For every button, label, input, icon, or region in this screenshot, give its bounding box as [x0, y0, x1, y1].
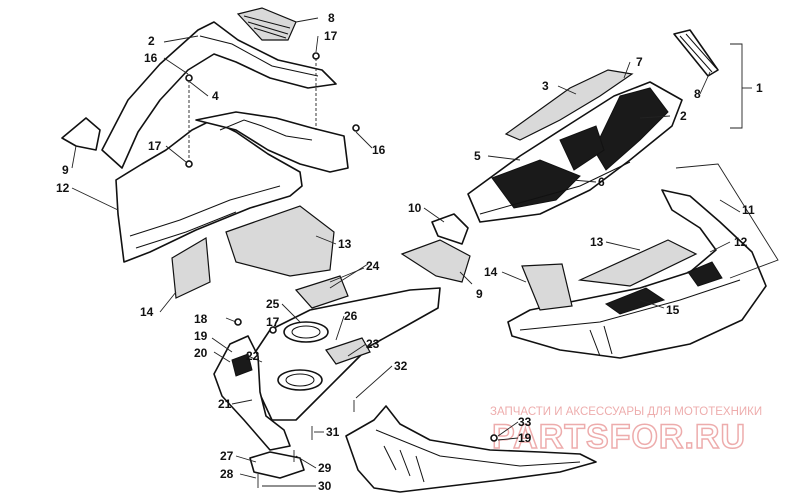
pan-ribs [383, 445, 425, 483]
callout-1: 1 [756, 81, 763, 95]
bracket-10 [431, 213, 469, 245]
grille-lines [243, 15, 291, 39]
panel-lower-edge [519, 279, 741, 331]
windscreen-piece [400, 239, 471, 283]
callout-6: 6 [598, 175, 605, 189]
hood-vent-fins [219, 119, 313, 141]
callout-32: 32 [394, 359, 408, 373]
callout-19: 19 [194, 329, 208, 343]
callout-22: 22 [246, 349, 260, 363]
callout-17: 17 [266, 315, 280, 329]
callout-14: 14 [140, 305, 154, 319]
callout-10: 10 [408, 201, 422, 215]
nut-17-console [269, 326, 277, 334]
callout-13: 13 [338, 237, 352, 251]
right-side-panel-assembly [507, 189, 767, 359]
callout-20: 20 [194, 346, 208, 360]
gasket-25 [283, 321, 329, 343]
callout-23: 23 [366, 337, 380, 351]
callout-31: 31 [326, 425, 340, 439]
callout-13: 13 [590, 235, 604, 249]
pan-crease [375, 429, 581, 467]
trim-22 [325, 337, 371, 365]
callout-7: 7 [636, 55, 643, 69]
callout-16: 16 [372, 143, 386, 157]
callout-8: 8 [328, 11, 335, 25]
callout-16: 16 [144, 51, 158, 65]
callout-3: 3 [542, 79, 549, 93]
gasket-lower [277, 369, 323, 391]
hood-ribs [129, 185, 281, 249]
callout-5: 5 [474, 149, 481, 163]
vent-trim-lines [679, 33, 717, 73]
insulation-24 [294, 275, 349, 309]
watermark: ЗАПЧАСТИ И АКСЕССУАРЫ ДЛЯ МОТОТЕХНИКИ PA… [490, 406, 762, 457]
callout-14: 14 [484, 265, 498, 279]
callout-17: 17 [148, 139, 162, 153]
side-panel-left [171, 237, 211, 299]
callout-25: 25 [266, 297, 280, 311]
screw-16-right [352, 124, 360, 132]
hood-trim [199, 35, 319, 77]
callout-12: 12 [734, 235, 748, 249]
callout-2: 2 [148, 34, 155, 48]
callout-26: 26 [344, 309, 358, 323]
hood-top-panel [195, 111, 349, 173]
hood-assembly [61, 7, 360, 299]
callout-8: 8 [694, 87, 701, 101]
callout-11: 11 [742, 203, 755, 217]
callout-15: 15 [666, 303, 680, 317]
panel-slots [589, 325, 613, 357]
gasket-25-inner [291, 325, 321, 339]
callout-17: 17 [324, 29, 338, 43]
graphic-stripe-3 [559, 125, 605, 171]
lower-belly-pan [345, 405, 597, 493]
foam-pad-left [225, 205, 335, 277]
cup-27 [249, 451, 305, 479]
callout-29: 29 [318, 461, 332, 475]
bolt-33 [490, 434, 498, 442]
callout-9: 9 [476, 287, 483, 301]
callout-33: 33 [518, 415, 532, 429]
callout-labels: 8 2 17 16 4 17 16 9 12 13 24 14 3 7 8 1 … [56, 11, 763, 493]
decal-15 [604, 287, 666, 315]
callout-12: 12 [56, 181, 70, 195]
right-side-panel [507, 189, 767, 359]
callout-2: 2 [680, 109, 687, 123]
callout-24: 24 [366, 259, 380, 273]
side-panel-right-14 [521, 263, 573, 311]
callout-4: 4 [212, 89, 219, 103]
watermark-logo: PARTSFOR.RU [492, 418, 746, 456]
watermark-subtitle: ЗАПЧАСТИ И АКСЕССУАРЫ ДЛЯ МОТОТЕХНИКИ [490, 406, 762, 418]
vent-grille [236, 7, 297, 41]
leader-lines [71, 17, 779, 487]
gasket-lower-inner [285, 373, 315, 387]
callout-27: 27 [220, 449, 234, 463]
callout-18: 18 [194, 312, 208, 326]
graphic-stripe-2 [491, 159, 581, 209]
foam-pad-right [577, 239, 698, 287]
panel-edge [479, 161, 631, 215]
callout-28: 28 [220, 467, 234, 481]
vent-insert-right [687, 261, 723, 287]
callout-9: 9 [62, 163, 69, 177]
side-insert-left [61, 117, 101, 151]
callout-30: 30 [318, 479, 332, 493]
bracket-clip [231, 353, 253, 377]
belly-pan-assembly [213, 275, 597, 493]
decal-assembly [400, 29, 719, 283]
upper-hood-shell [101, 21, 337, 169]
callout-19: 19 [518, 431, 532, 445]
callout-21: 21 [218, 397, 232, 411]
foam-pad-top [504, 69, 634, 141]
lower-hood-body [115, 119, 303, 263]
